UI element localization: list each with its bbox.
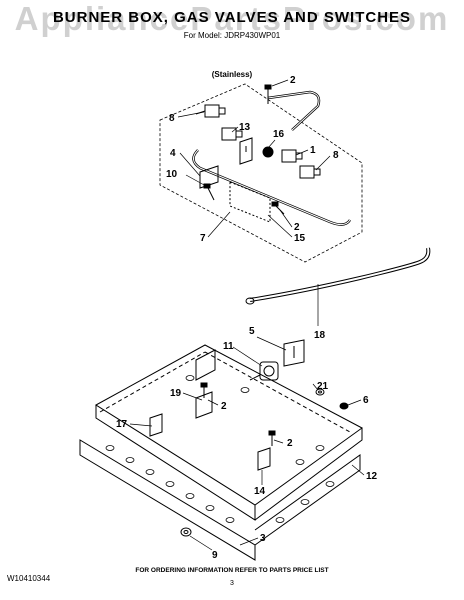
- gas-valve-lower-right: [299, 165, 321, 179]
- leader-lines: [129, 79, 365, 551]
- callout-8-right: 8: [333, 150, 339, 161]
- callout-6: 6: [363, 395, 369, 406]
- screw-lower: [271, 201, 285, 215]
- callout-2-right: 2: [287, 438, 293, 449]
- callout-14: 13: [239, 122, 251, 133]
- screw-top: [264, 84, 272, 104]
- grommet-21: [315, 388, 325, 396]
- callout-11: 11: [223, 341, 234, 352]
- gas-valve-right: [281, 149, 303, 163]
- screw-left: [203, 183, 215, 201]
- switch-bracket-lower: [257, 447, 271, 471]
- screw-box-right: [268, 430, 276, 446]
- upper-assembly-boundary: [159, 83, 363, 263]
- callout-21: 21: [317, 381, 329, 392]
- callout-1: 1: [310, 145, 316, 156]
- callout-19: 19: [170, 388, 182, 399]
- regulator-bracket: [283, 339, 305, 367]
- valve-mounting-plate: [229, 181, 271, 223]
- callout-3: 3: [260, 533, 266, 544]
- document-id: W10410344: [7, 574, 51, 583]
- callout-5: 5: [249, 326, 255, 337]
- screw-box-center: [200, 382, 208, 398]
- callout-16: 17: [116, 419, 128, 430]
- callout-10: 10: [166, 169, 178, 180]
- callout-2-center: 2: [221, 401, 227, 412]
- nut-9: [180, 527, 192, 537]
- diagram-title: BURNER BOX, GAS VALVES AND SWITCHES: [52, 9, 412, 26]
- box-perforations: [105, 375, 335, 523]
- callout-12: 12: [366, 471, 378, 482]
- gas-manifold-tube: [192, 90, 352, 226]
- callout-18: 18: [314, 330, 326, 341]
- valve-bracket-left: [149, 413, 163, 437]
- finish-label: (Stainless): [211, 70, 253, 79]
- callout-7: 7: [200, 233, 206, 244]
- valve-bracket-center: [195, 391, 213, 419]
- callout-13: 14: [254, 486, 266, 497]
- pressure-regulator: [249, 361, 279, 381]
- igniter-switch: [262, 146, 274, 158]
- burner-box: [79, 344, 363, 561]
- callout-17: 16: [273, 129, 285, 140]
- gas-supply-tube: [245, 247, 431, 305]
- model-subtitle: For Model: JDRP430WP01: [183, 31, 281, 40]
- nut-6: [339, 402, 349, 410]
- page-number: 3: [230, 580, 234, 587]
- gas-valve-middle: [221, 127, 243, 141]
- switch-bracket: [239, 137, 253, 165]
- watermark: AppliancePartsPros.com: [14, 0, 450, 37]
- ordering-info: FOR ORDERING INFORMATION REFER TO PARTS …: [135, 567, 329, 574]
- callout-4: 4: [170, 148, 176, 159]
- callout-labels: 2 8 13 16 1 8 4 10 2 15 7 18 5 11 21 6 1…: [116, 75, 378, 561]
- callout-8-upper: 8: [169, 113, 175, 124]
- box-end-panel: [195, 349, 216, 381]
- callout-2-upper-lower: 2: [294, 222, 300, 233]
- callout-15: 15: [294, 233, 306, 244]
- callout-2-top: 2: [290, 75, 296, 86]
- gas-valve-upper: [195, 104, 226, 118]
- callout-9: 9: [212, 550, 218, 561]
